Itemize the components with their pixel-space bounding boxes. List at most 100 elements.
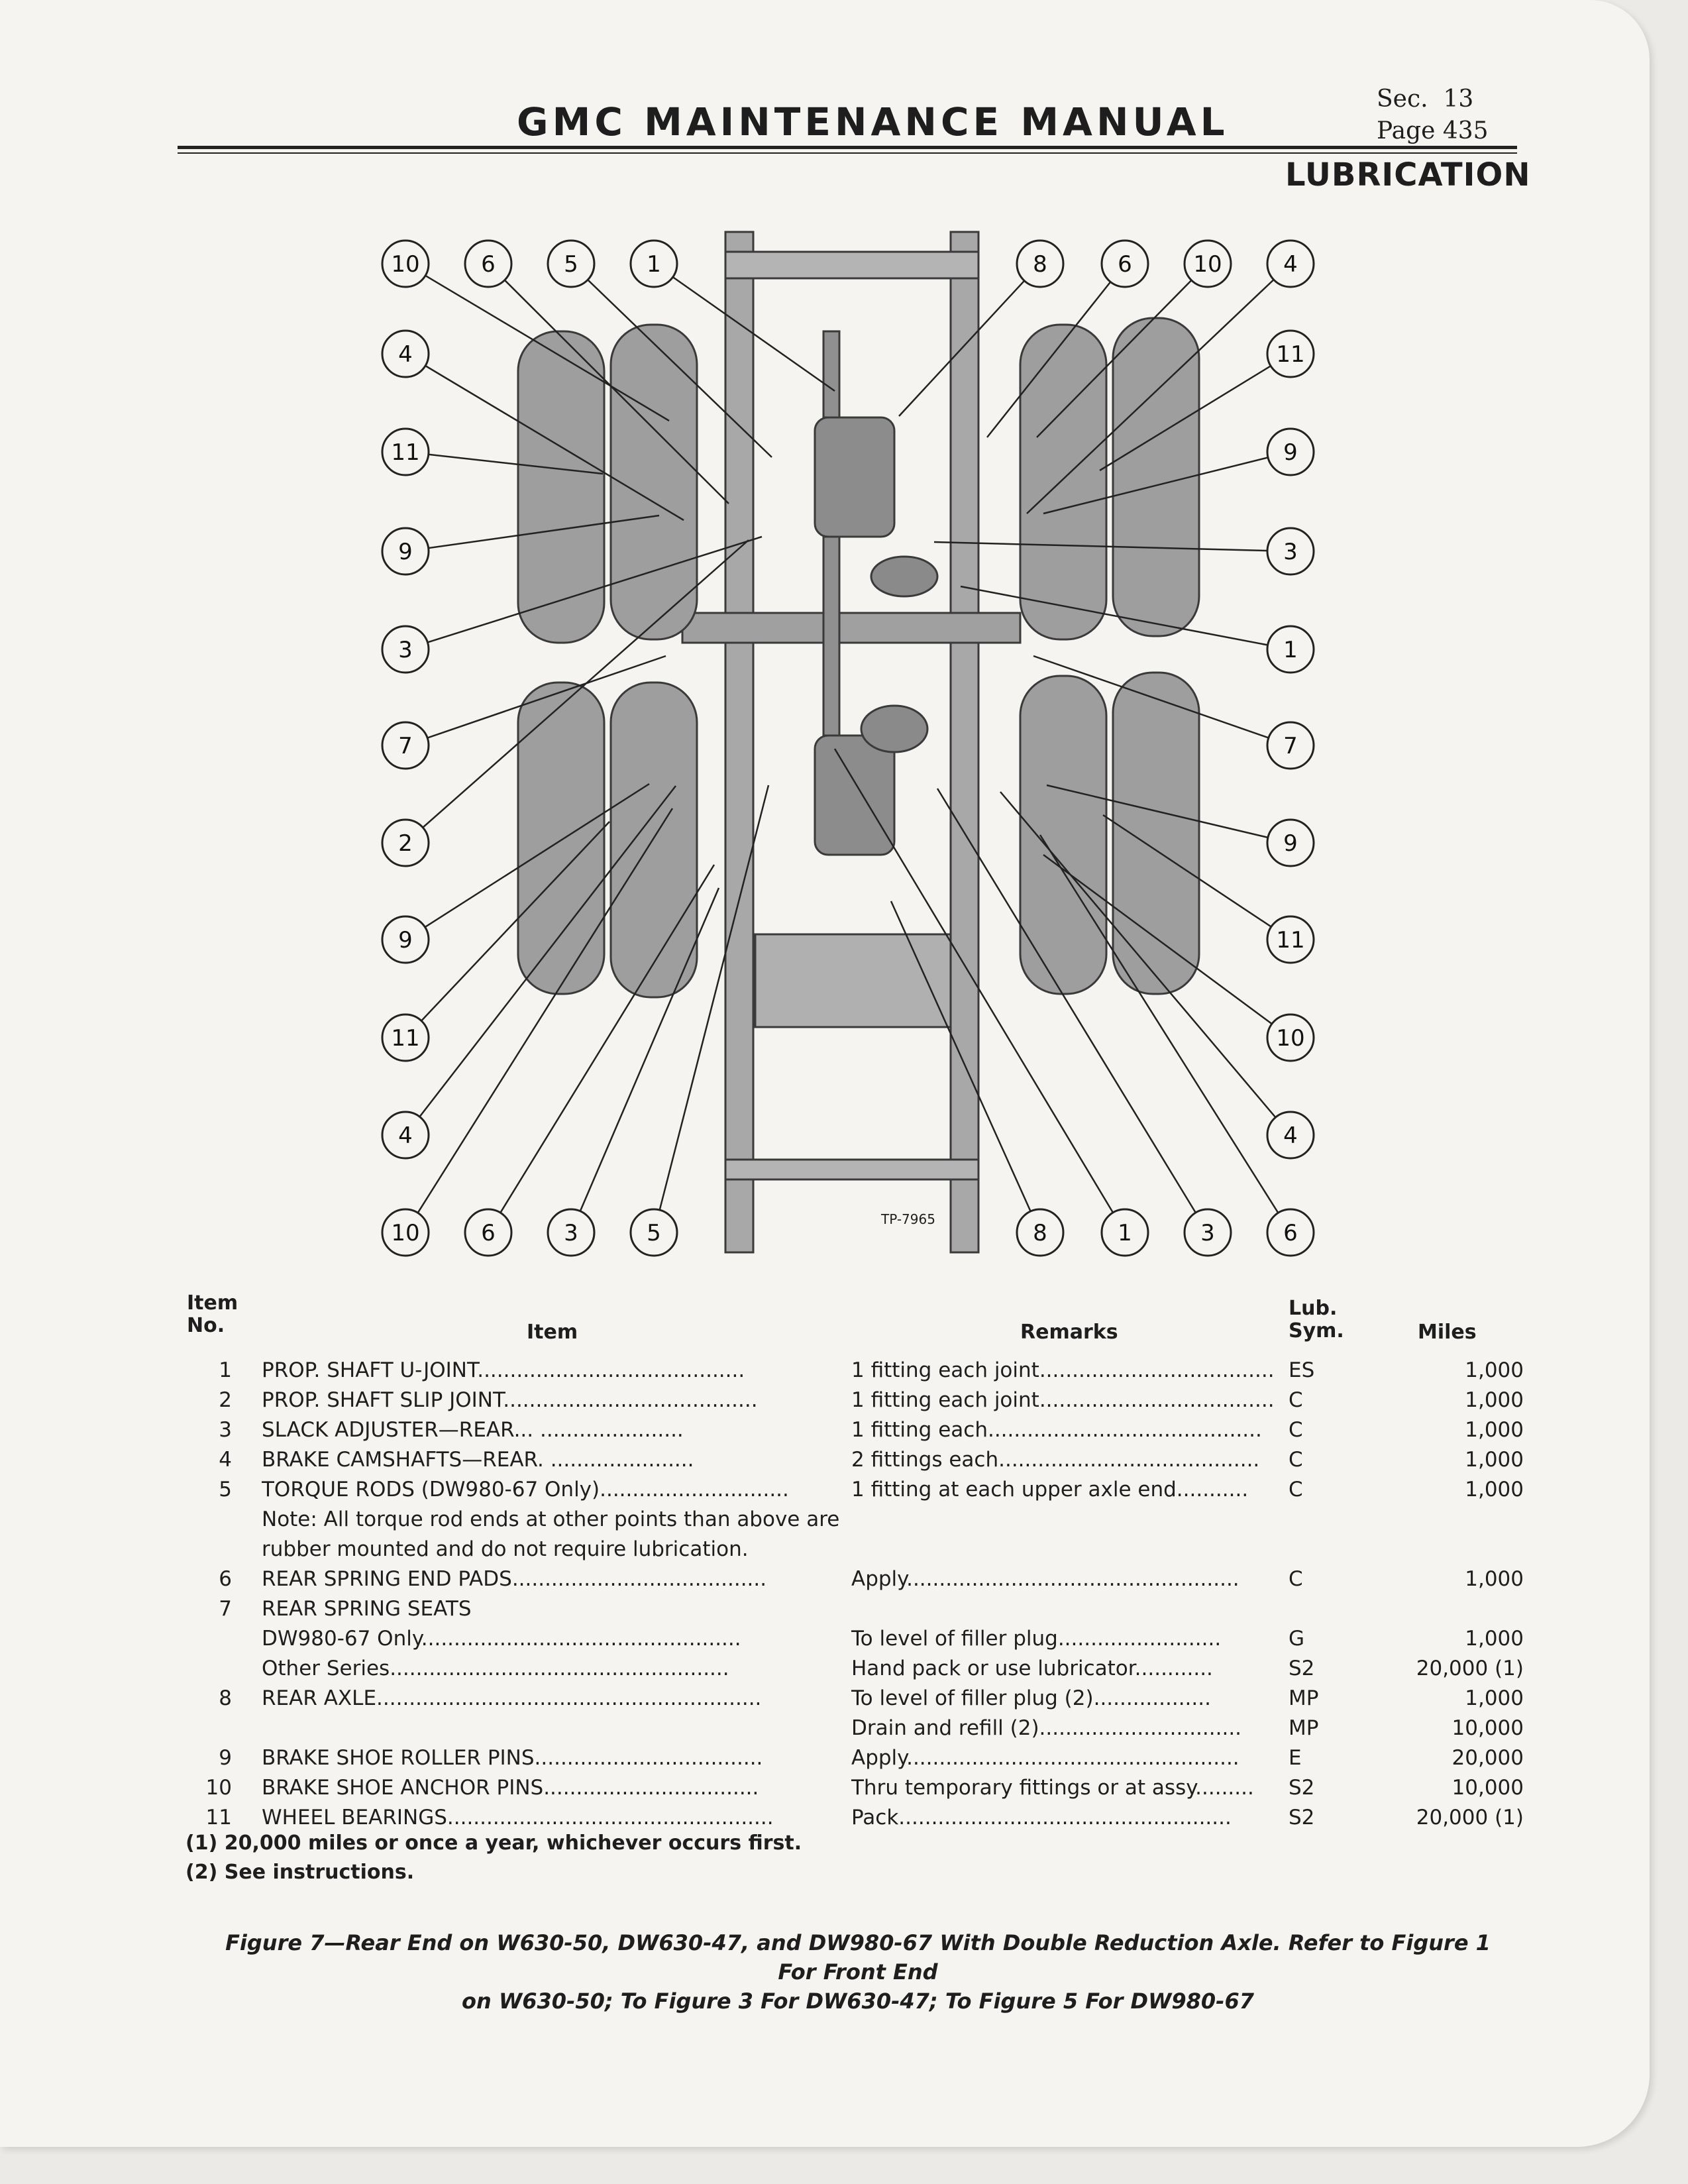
- manual-title: GMC MAINTENANCE MANUAL: [517, 99, 1229, 144]
- item-number: 10: [205, 1776, 232, 1800]
- miles: 1,000: [1465, 1478, 1524, 1502]
- cross-member-top: [724, 250, 980, 280]
- callout-label: 3: [398, 637, 413, 663]
- item-number: 3: [219, 1418, 232, 1442]
- callout-label: 1: [647, 251, 661, 278]
- callout-label: 3: [1283, 539, 1298, 565]
- item-name: Other Series............................…: [262, 1657, 729, 1680]
- remarks: Apply...................................…: [851, 1746, 1240, 1770]
- item-name: REAR SPRING SEATS: [262, 1597, 472, 1621]
- remarks: 2 fittings each.........................…: [851, 1448, 1260, 1472]
- cross-member-lower: [754, 933, 952, 1028]
- miles: 10,000: [1451, 1776, 1524, 1800]
- item-name: rubber mounted and do not require lubric…: [262, 1537, 749, 1561]
- lub-symbol: C: [1289, 1388, 1303, 1412]
- section-page-box: Sec. 13 Page 435: [1377, 83, 1489, 147]
- tire: [609, 323, 698, 641]
- item-number: 9: [219, 1746, 232, 1770]
- caption-line-2: on W630-50; To Figure 3 For DW630-47; To…: [462, 1989, 1254, 2014]
- callout-label: 4: [1283, 1122, 1298, 1149]
- table-row: rubber mounted and do not require lubric…: [185, 1537, 1524, 1566]
- propeller-shaft: [822, 535, 841, 737]
- remarks: Hand pack or use lubricator............: [851, 1657, 1213, 1680]
- sec-label: Sec.: [1377, 85, 1428, 113]
- remarks: To level of filler plug (2).............…: [851, 1686, 1211, 1710]
- header-miles: Miles: [1418, 1321, 1477, 1344]
- callout-label: 3: [1200, 1220, 1215, 1246]
- figure-code: TP-7965: [881, 1211, 935, 1227]
- miles: 20,000 (1): [1416, 1806, 1524, 1829]
- callout-label: 2: [398, 830, 413, 857]
- item-name: REAR SPRING END PADS....................…: [262, 1567, 767, 1591]
- item-number: 5: [219, 1478, 232, 1502]
- remarks: Pack....................................…: [851, 1806, 1232, 1829]
- callout-label: 11: [1276, 927, 1304, 954]
- lub-symbol: MP: [1289, 1716, 1319, 1740]
- item-name: PROP. SHAFT SLIP JOINT..................…: [262, 1388, 758, 1412]
- frame-rail-right: [949, 231, 980, 1254]
- cross-member-mid: [681, 612, 1022, 644]
- header-lub-sym: Lub. Sym.: [1289, 1297, 1344, 1342]
- item-name: BRAKE SHOE ANCHOR PINS..................…: [262, 1776, 759, 1800]
- lub-symbol: C: [1289, 1448, 1303, 1472]
- callout-label: 3: [564, 1220, 578, 1246]
- footnote-1: (1) 20,000 miles or once a year, whichev…: [185, 1831, 802, 1855]
- callout-label: 9: [1283, 439, 1298, 466]
- miles: 1,000: [1465, 1358, 1524, 1382]
- rear-end-lubrication-diagram: 10 6 5 1 8 6 10 4 4 11 9 3 7 2 9 11 4 11…: [381, 231, 1315, 1257]
- callout-label: 4: [398, 341, 413, 368]
- lub-symbol: S2: [1289, 1657, 1315, 1680]
- tire: [517, 330, 606, 644]
- cross-member-bottom: [724, 1158, 980, 1181]
- tire: [1112, 317, 1200, 637]
- item-number: 1: [219, 1358, 232, 1382]
- callout-label: 9: [398, 927, 413, 954]
- table-row: Other Series............................…: [185, 1657, 1524, 1686]
- remarks: 1 fitting each joint....................…: [851, 1388, 1275, 1412]
- callout-label: 11: [391, 1025, 419, 1052]
- callout-label: 5: [564, 251, 578, 278]
- remarks: 1 fitting each joint....................…: [851, 1358, 1275, 1382]
- lub-symbol: S2: [1289, 1776, 1315, 1800]
- lub-symbol: G: [1289, 1627, 1305, 1651]
- table-row: Drain and refill (2)....................…: [185, 1716, 1524, 1745]
- header-rule: [178, 146, 1517, 149]
- table-row: 7 REAR SPRING SEATS: [185, 1597, 1524, 1626]
- remarks: Thru temporary fittings or at assy......…: [851, 1776, 1254, 1800]
- lub-symbol: E: [1289, 1746, 1302, 1770]
- item-number: 4: [219, 1448, 232, 1472]
- table-row: 6 REAR SPRING END PADS...................…: [185, 1567, 1524, 1596]
- callout-label: 10: [391, 1220, 419, 1246]
- sec-value: 13: [1443, 85, 1474, 113]
- page-label: Page: [1377, 117, 1436, 144]
- lub-symbol: C: [1289, 1418, 1303, 1442]
- callout-label: 10: [1193, 251, 1222, 278]
- callout-label: 11: [391, 439, 419, 466]
- figure-caption: Figure 7—Rear End on W630-50, DW630-47, …: [212, 1928, 1504, 2016]
- tire: [609, 681, 698, 999]
- callout-label: 6: [481, 251, 496, 278]
- differential: [870, 555, 939, 598]
- table-row: 10 BRAKE SHOE ANCHOR PINS................…: [185, 1776, 1524, 1805]
- item-name: Note: All torque rod ends at other point…: [262, 1507, 840, 1531]
- item-number: 6: [219, 1567, 232, 1591]
- propeller-shaft: [822, 330, 841, 419]
- callout-label: 9: [1283, 830, 1298, 857]
- callout-label: 6: [1283, 1220, 1298, 1246]
- header-item: Item: [527, 1321, 578, 1344]
- callout-label: 8: [1033, 1220, 1047, 1246]
- callout-label: 6: [481, 1220, 496, 1246]
- miles: 1,000: [1465, 1567, 1524, 1591]
- miles: 1,000: [1465, 1686, 1524, 1710]
- item-name: TORQUE RODS (DW980-67 Only).............…: [262, 1478, 789, 1502]
- callout-label: 1: [1283, 637, 1298, 663]
- item-name: DW980-67 Only...........................…: [262, 1627, 741, 1651]
- callout-label: 6: [1118, 251, 1132, 278]
- miles: 20,000: [1451, 1746, 1524, 1770]
- item-name: BRAKE CAMSHAFTS—REAR. ..................…: [262, 1448, 694, 1472]
- item-name: PROP. SHAFT U-JOINT.....................…: [262, 1358, 745, 1382]
- item-number: 7: [219, 1597, 232, 1621]
